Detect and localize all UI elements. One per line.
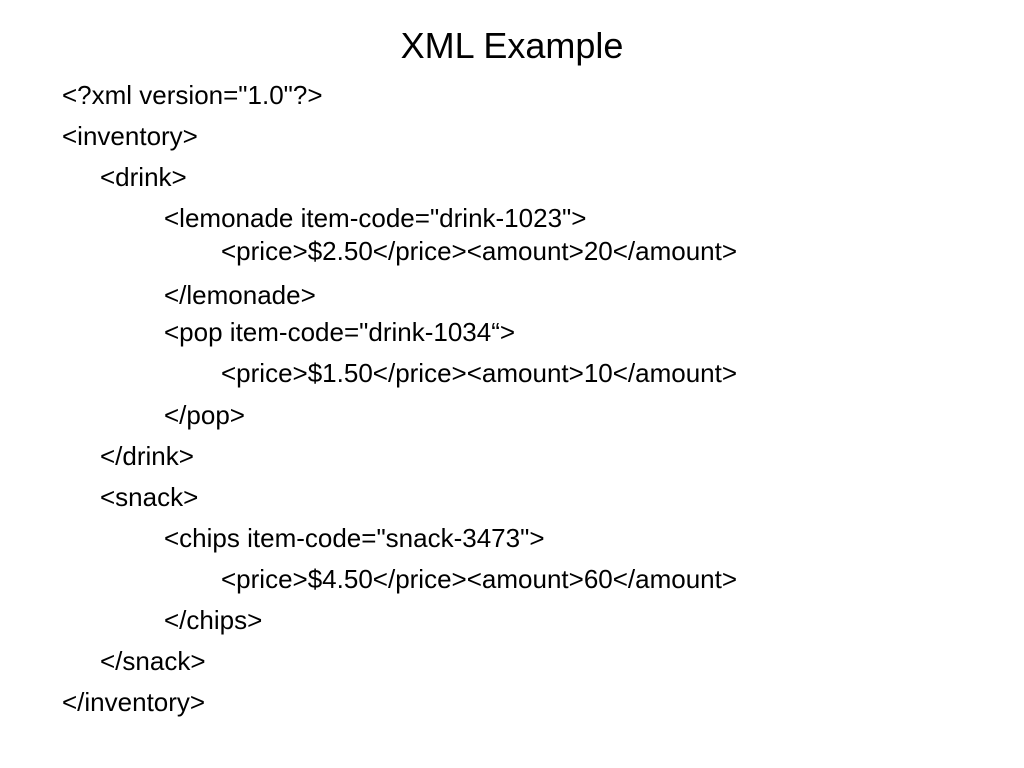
pop-open-line: <pop item-code="drink-1034“> bbox=[164, 317, 516, 347]
xml-declaration-line: <?xml version="1.0"?> bbox=[62, 80, 323, 110]
chips-price-line: <price>$4.50</price><amount>60</amount> bbox=[221, 564, 738, 594]
chips-open-line: <chips item-code="snack-3473"> bbox=[164, 523, 545, 553]
lemonade-price-line: <price>$2.50</price><amount>20</amount> bbox=[221, 236, 738, 266]
inventory-open-line: <inventory> bbox=[62, 121, 198, 151]
snack-open-line: <snack> bbox=[100, 482, 199, 512]
inventory-close-line: </inventory> bbox=[62, 687, 206, 717]
drink-open-line: <drink> bbox=[100, 162, 187, 192]
drink-close-line: </drink> bbox=[100, 441, 194, 471]
pop-price-line: <price>$1.50</price><amount>10</amount> bbox=[221, 358, 738, 388]
lemonade-open-line: <lemonade item-code="drink-1023"> bbox=[164, 203, 587, 233]
slide-title: XML Example bbox=[400, 25, 624, 66]
snack-close-line: </snack> bbox=[100, 646, 206, 676]
chips-close-line: </chips> bbox=[164, 605, 263, 635]
pop-close-line: </pop> bbox=[164, 400, 245, 430]
lemonade-close-line: </lemonade> bbox=[164, 280, 316, 310]
